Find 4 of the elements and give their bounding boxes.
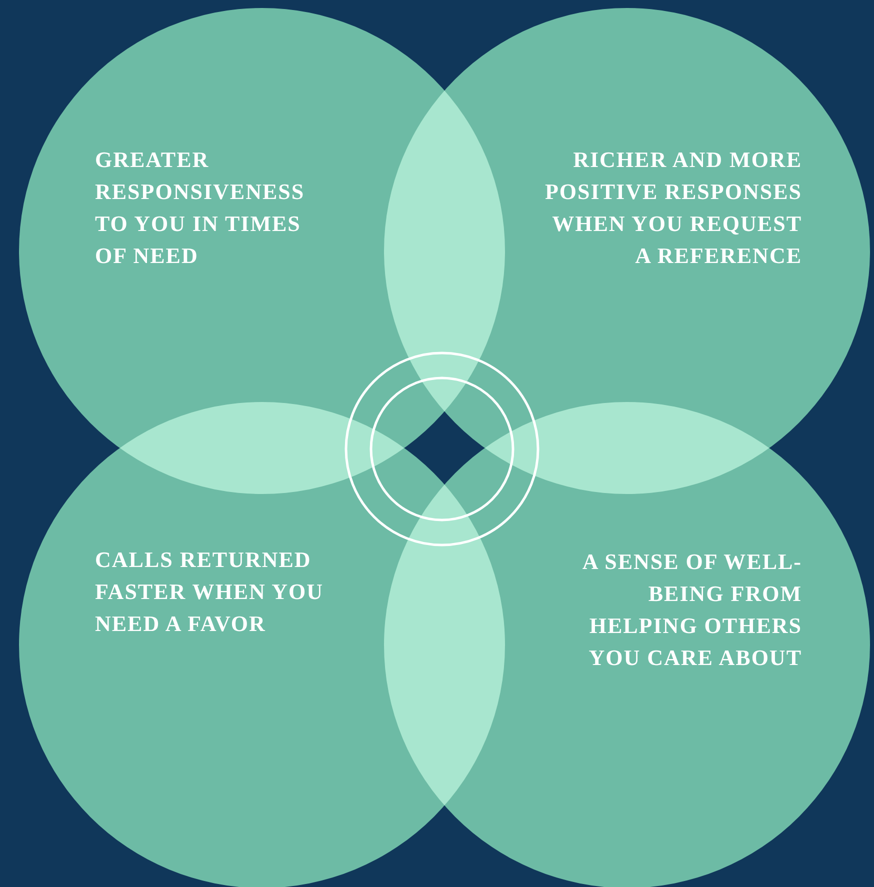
benefit-text: CALLS RETURNED FASTER WHEN YOU NEED A FAVOR <box>95 544 347 640</box>
benefit-text: A SENSE OF WELL-BEING FROM HELPING OTHERS YOU CARE ABOUT <box>552 546 802 674</box>
benefit-text: RICHER AND MORE POSITIVE RESPONSES WHEN YOU REQUEST A REFERENCE <box>540 144 802 272</box>
benefit-text: GREATER RESPONSIVENESS TO YOU IN TIMES OF NEED <box>95 144 327 272</box>
